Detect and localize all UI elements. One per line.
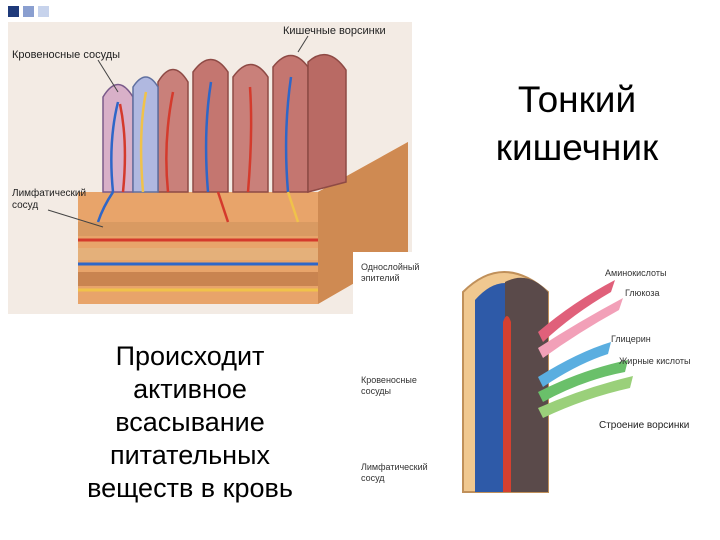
bullet-square-light (38, 6, 49, 17)
body-line-2: активное (40, 373, 340, 406)
label-epithelium-line1: Однослойный (361, 262, 419, 272)
body-line-4: питательных (40, 439, 340, 472)
intestinal-wall-illustration: Кишечные ворсинки Кровеносные сосуды Лим… (8, 22, 412, 314)
figure-caption: Строение ворсинки (599, 420, 689, 431)
muscle-layer-1 (78, 222, 318, 236)
title-line-1: Тонкий (452, 76, 702, 124)
villus-cut-side (505, 278, 548, 492)
label-lymph-line1: Лимфатический (361, 462, 428, 472)
body-text: Происходит активное всасывание питательн… (40, 340, 340, 505)
label-glycerin: Глицерин (611, 334, 651, 344)
bullet-square-dark (8, 6, 19, 17)
body-line-5: веществ в кровь (40, 472, 340, 505)
label-lymph-line2: сосуд (361, 473, 385, 483)
label-blood-vessels: Кровеносные сосуды (12, 49, 120, 61)
intestinal-wall-svg: Кишечные ворсинки Кровеносные сосуды Лим… (8, 22, 412, 314)
muscle-layer-3 (78, 272, 318, 286)
label-lymph-line2: сосуд (12, 200, 38, 211)
label-lymph-line1: Лимфатический (12, 187, 86, 199)
title-line-2: кишечник (452, 124, 702, 172)
villi-group (103, 55, 346, 192)
slide-title: Тонкий кишечник (452, 76, 702, 172)
label-vessels-line1: Кровеносные (361, 375, 417, 385)
label-amino-acids: Аминокислоты (605, 268, 666, 278)
label-glucose: Глюкоза (625, 288, 659, 298)
label-epithelium-line2: эпителий (361, 273, 400, 283)
label-villi: Кишечные ворсинки (283, 25, 386, 37)
absorption-arrows (538, 280, 633, 418)
villus-structure-illustration: Однослойный эпителий Аминокислоты Глюкоз… (353, 252, 705, 498)
label-vessels-line2: сосуды (361, 386, 391, 396)
muscle-layer-2 (78, 248, 318, 260)
bullet-decoration (8, 6, 49, 17)
label-fatty-acids: Жирные кислоты (619, 356, 691, 366)
bullet-square-mid (23, 6, 34, 17)
villus-structure-svg: Однослойный эпителий Аминокислоты Глюкоз… (353, 252, 705, 498)
body-line-3: всасывание (40, 406, 340, 439)
body-line-1: Происходит (40, 340, 340, 373)
central-vessel (503, 316, 511, 492)
